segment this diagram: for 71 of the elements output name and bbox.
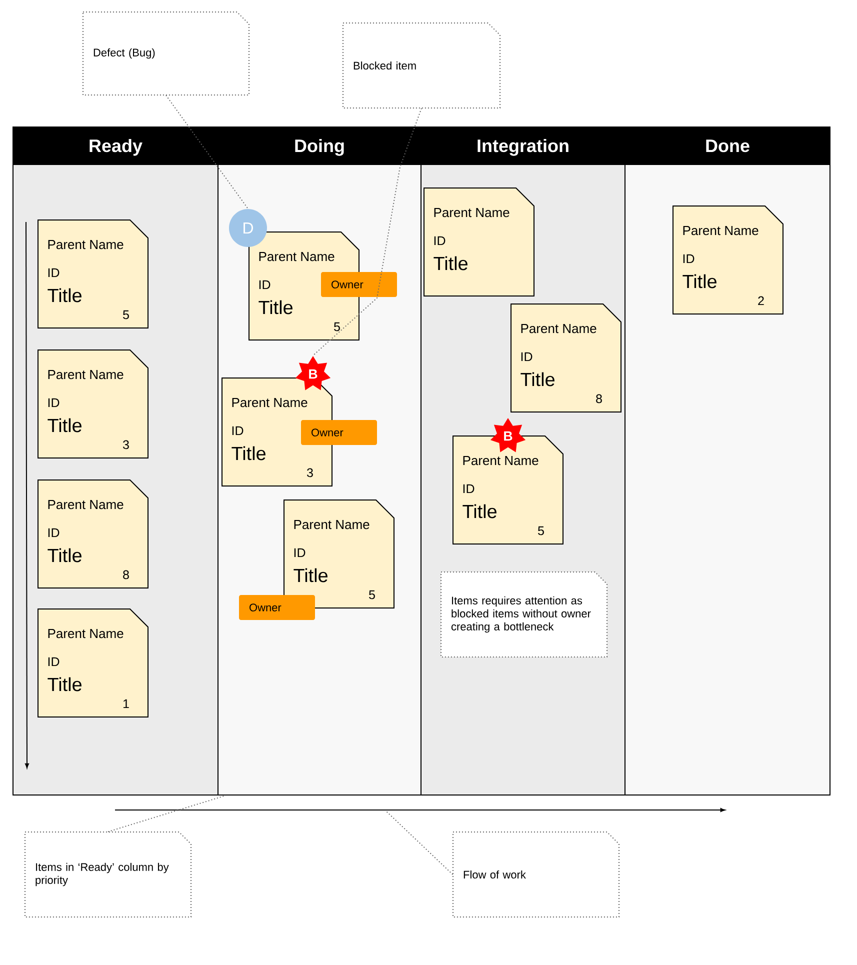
estimate-number: 5: [369, 590, 375, 600]
parent-name: Parent Name: [48, 370, 124, 380]
item-title: Title: [48, 677, 82, 692]
item-title: Title: [520, 372, 554, 386]
item-title: Title: [294, 568, 328, 582]
estimate-number: 2: [758, 296, 764, 305]
parent-name: Parent Name: [463, 456, 538, 466]
item-title: Title: [48, 288, 82, 302]
item-title: Title: [434, 256, 468, 270]
note-card: Items requires attention as blocked items without owner creating a bottleneck: [440, 572, 608, 658]
owner-tag: Owner: [301, 420, 377, 445]
item-id: ID: [232, 426, 244, 435]
parent-name: Parent Name: [259, 252, 334, 262]
parent-name: Parent Name: [48, 629, 124, 638]
callout-note: Flow of work: [452, 832, 620, 918]
item-id: ID: [683, 254, 694, 263]
parent-name: Parent Name: [683, 226, 758, 236]
item-id: ID: [48, 398, 60, 407]
parent-name: Parent Name: [48, 500, 124, 510]
estimate-number: 5: [123, 310, 129, 320]
card: [38, 220, 148, 328]
estimate-number: 3: [123, 440, 129, 450]
column-header: Done: [625, 127, 830, 165]
parent-name: Parent Name: [434, 208, 510, 218]
item-id: ID: [463, 484, 474, 493]
parent-name: Parent Name: [294, 520, 370, 530]
owner-tag: Owner: [321, 272, 397, 297]
item-id: ID: [259, 280, 270, 289]
item-id: ID: [294, 548, 306, 557]
parent-name: Parent Name: [48, 240, 124, 250]
item-title: Title: [258, 300, 292, 314]
item-id: ID: [48, 528, 60, 537]
blocked-badge: B: [295, 356, 331, 390]
card: [672, 206, 784, 314]
leader-line: [166, 94, 248, 210]
item-title: Title: [682, 274, 716, 288]
column-header: Integration: [421, 127, 625, 165]
leader-line: [108, 795, 226, 832]
parent-name: Parent Name: [232, 398, 308, 408]
card: [38, 608, 148, 718]
card: [38, 350, 148, 458]
leader-line: [312, 108, 422, 356]
board-column: [624, 126, 830, 796]
item-title: Title: [462, 504, 496, 518]
estimate-number: 3: [307, 468, 313, 478]
callout-note: Defect (Bug): [82, 12, 250, 96]
estimate-number: 1: [123, 699, 129, 708]
item-title: Title: [232, 446, 266, 460]
item-id: ID: [48, 657, 60, 666]
callout-note: Blocked item: [342, 22, 500, 109]
card: [38, 480, 148, 588]
card: [284, 500, 394, 608]
estimate-number: 5: [334, 322, 340, 332]
callout-note: Items in ‘Ready’ column by priority: [24, 832, 192, 918]
leader-line: [386, 810, 454, 875]
blocked-badge: B: [490, 418, 526, 452]
defect-badge: D: [229, 209, 267, 247]
column-header: Doing: [218, 127, 421, 165]
item-title: Title: [48, 548, 82, 562]
card: [510, 304, 622, 412]
owner-tag: Owner: [239, 595, 315, 620]
estimate-number: 8: [123, 570, 129, 580]
item-id: ID: [434, 236, 446, 245]
item-title: Title: [48, 418, 82, 432]
estimate-number: 5: [538, 526, 544, 536]
item-id: ID: [521, 352, 532, 361]
card: [424, 188, 534, 296]
estimate-number: 8: [596, 394, 602, 404]
column-header: Ready: [13, 127, 218, 165]
item-id: ID: [48, 268, 60, 277]
parent-name: Parent Name: [521, 324, 596, 334]
